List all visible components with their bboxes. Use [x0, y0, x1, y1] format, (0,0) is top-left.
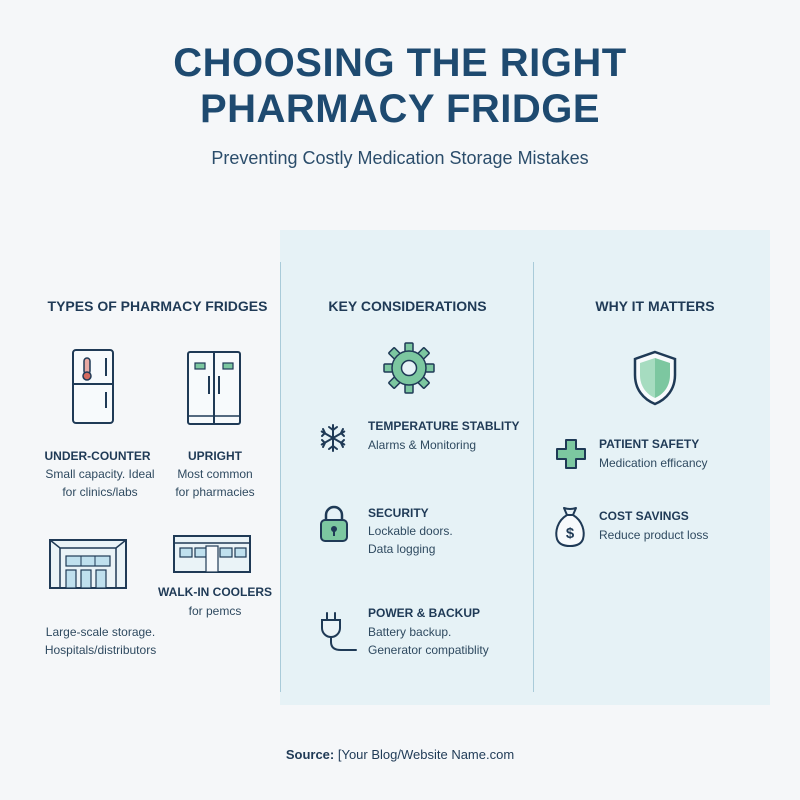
page-title: CHOOSING THE RIGHT PHARMACY FRIDGE — [0, 40, 800, 132]
title-line-2: PHARMACY FRIDGE — [199, 87, 601, 131]
patient-safety-desc: Medication efficancy — [599, 456, 708, 470]
cost-savings-title: COST SAVINGS — [599, 509, 689, 523]
temperature-desc: Alarms & Monitoring — [368, 438, 477, 452]
page-subtitle: Preventing Costly Medication Storage Mis… — [211, 148, 589, 168]
divider-left — [280, 262, 281, 692]
upright-fridge-icon — [187, 351, 241, 425]
source-line: Source: [Your Blog/Website Name.com — [0, 747, 800, 762]
upright-title: UPRIGHT — [188, 449, 242, 463]
power-desc: Battery backup. Generator compatiblity — [368, 625, 489, 657]
money-bag-icon: $ — [555, 507, 585, 548]
source-label: Source: — [285, 747, 335, 762]
svg-text:$: $ — [566, 525, 575, 542]
source-value: [Your Blog/Website Name.com — [337, 747, 515, 762]
snowflake-icon — [320, 424, 346, 452]
cost-savings-desc: Reduce product loss — [599, 528, 709, 542]
under-counter-desc: Small capacity. Ideal for clinics/labs — [45, 467, 155, 499]
power-plug-icon — [321, 612, 357, 651]
considerations-panel — [280, 230, 770, 705]
fridge-icon — [72, 349, 114, 424]
walk-in-title: WALK-IN COOLERS — [158, 585, 272, 599]
temperature-title: TEMPERATURE STABLITY — [368, 419, 520, 433]
shield-icon — [633, 350, 677, 406]
power-title: POWER & BACKUP — [368, 606, 481, 620]
medical-cross-icon — [556, 439, 586, 469]
padlock-icon — [320, 505, 348, 542]
security-title: SECURITY — [368, 506, 429, 520]
why-heading: WHY IT MATTERS — [595, 298, 715, 314]
security-desc: Lockable doors. Data logging — [368, 524, 453, 556]
divider-right — [533, 262, 534, 692]
considerations-heading: KEY CONSIDERATIONS — [328, 298, 487, 314]
warehouse-icon — [49, 539, 127, 589]
title-line-1: CHOOSING THE RIGHT — [173, 41, 627, 85]
patient-safety-title: PATIENT SAFETY — [599, 437, 700, 451]
gear-icon — [383, 342, 435, 394]
types-heading: TYPES OF PHARMACY FRIDGES — [47, 298, 268, 314]
walk-in-cooler-icon — [173, 535, 251, 573]
large-scale-desc: Large-scale storage. Hospitals/distribut… — [44, 625, 157, 657]
under-counter-title: UNDER-COUNTER — [44, 449, 151, 463]
walk-in-desc: for pemcs — [188, 604, 242, 618]
upright-desc: Most common for pharmacies — [175, 467, 255, 499]
